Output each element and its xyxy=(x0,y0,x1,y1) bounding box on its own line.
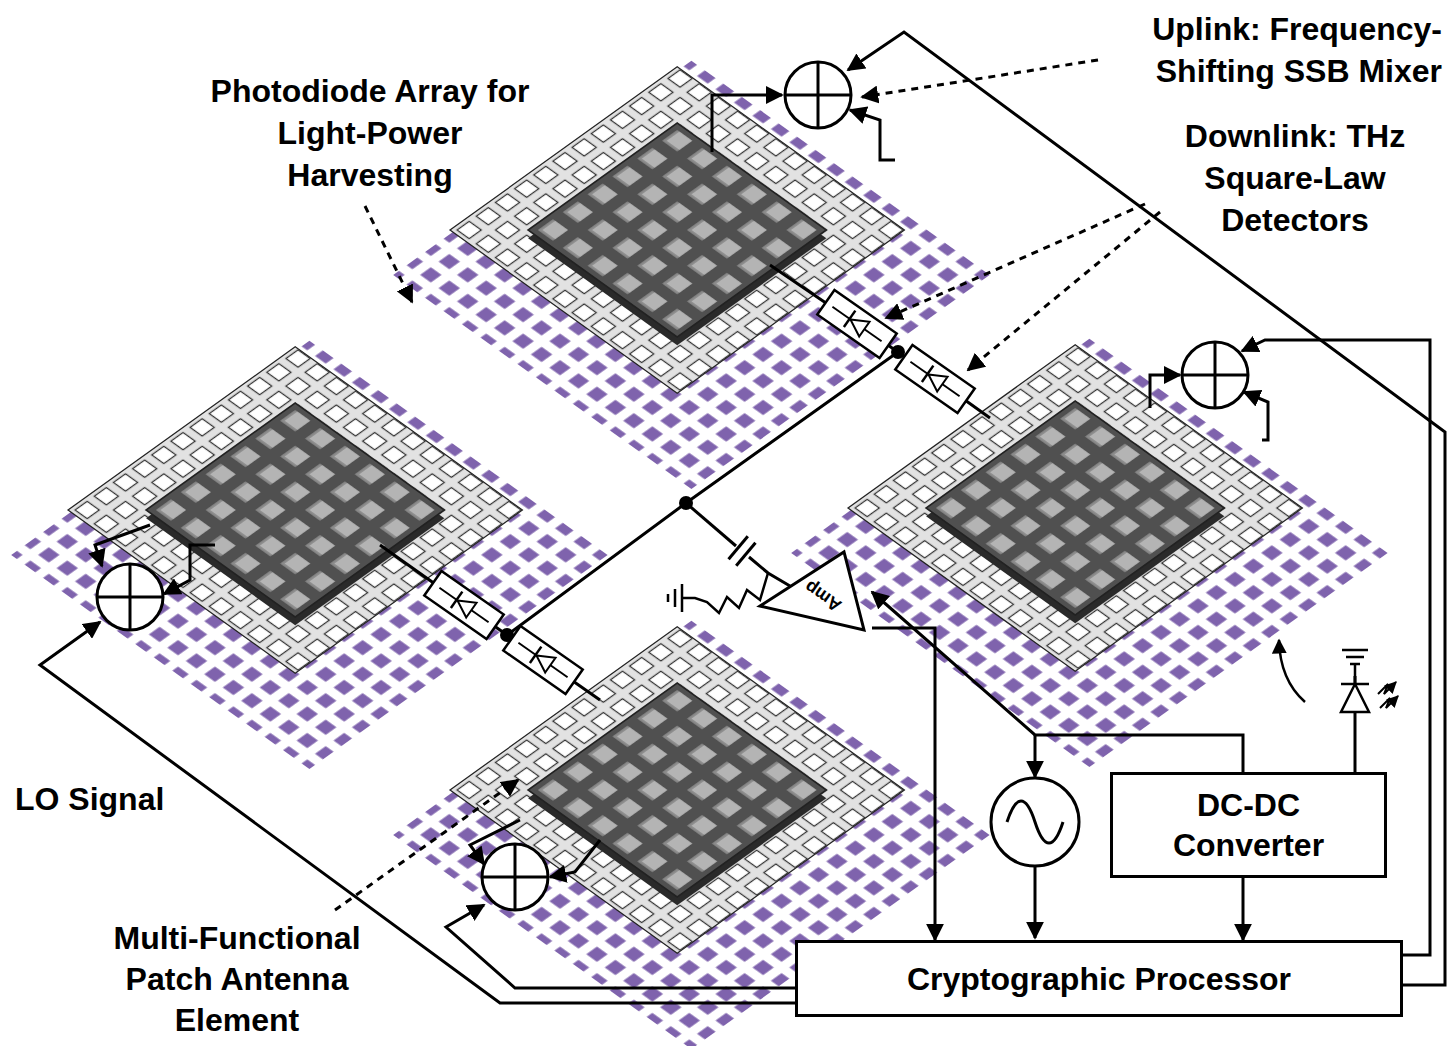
mixer-symbol xyxy=(785,62,851,128)
processor-box: Cryptographic Processor xyxy=(795,940,1403,1017)
lo-line xyxy=(848,32,1445,985)
feed-line xyxy=(164,545,215,594)
junction-dots xyxy=(500,345,905,642)
oscillator-wire xyxy=(1034,735,1037,777)
leader-line xyxy=(886,204,1145,318)
diode-symbol xyxy=(895,345,974,413)
mixers xyxy=(97,62,1248,910)
feed-line xyxy=(550,840,600,877)
ground-symbol xyxy=(668,584,682,612)
node-text: DC-DC Converter xyxy=(1144,785,1354,865)
uplink-label: Uplink: Frequency-Shifting SSB Mixer xyxy=(1095,8,1442,92)
antenna-tile xyxy=(788,337,1387,767)
wires xyxy=(40,32,1445,1003)
diode-symbol xyxy=(424,571,503,639)
mixer-symbol xyxy=(1182,342,1248,408)
resistor-symbol xyxy=(682,573,768,613)
triangle-shape xyxy=(760,552,864,630)
capacitor-wire xyxy=(749,557,790,586)
lo-signal-label: LO Signal xyxy=(15,778,164,820)
oscillator-wire xyxy=(1034,866,1037,938)
harvest-arrow xyxy=(1279,640,1305,702)
antenna-tile xyxy=(8,339,607,769)
antenna-tiles xyxy=(8,59,1387,1046)
feed-line xyxy=(95,525,150,566)
array-label: Photodiode Array for Light-Power Harvest… xyxy=(210,70,530,196)
detector-wire xyxy=(770,265,990,418)
leader-line xyxy=(862,60,1098,97)
detector-wire xyxy=(507,352,898,635)
connector xyxy=(872,592,1243,772)
connector xyxy=(1242,878,1245,940)
feed-line xyxy=(1244,392,1268,440)
feed-line xyxy=(712,95,782,152)
connector xyxy=(872,628,935,940)
node-text: Cryptographic Processor xyxy=(907,959,1291,999)
lo-line xyxy=(446,905,795,988)
leader-line xyxy=(968,212,1160,370)
antenna-tile xyxy=(390,59,989,489)
mixer-symbol xyxy=(482,844,548,910)
capacitor-symbol xyxy=(729,536,756,565)
antenna-label: Multi-Functional Patch Antenna Element xyxy=(92,918,382,1041)
leader-line xyxy=(365,206,412,302)
amplifier-triangle: Amp xyxy=(752,548,872,634)
downlink-label: Downlink: THz Square-Law Detectors xyxy=(1150,115,1440,241)
diode-symbol xyxy=(817,290,896,358)
capacitor-wire xyxy=(686,503,736,546)
detector-wire xyxy=(380,545,600,700)
converter-box: DC-DC Converter xyxy=(1110,772,1387,878)
leader-line xyxy=(335,780,518,910)
feed-line xyxy=(850,110,895,160)
feed-line xyxy=(1150,375,1180,408)
diodes xyxy=(424,290,974,694)
leader-lines xyxy=(335,60,1160,910)
led-symbol xyxy=(1341,650,1398,712)
oscillator-symbol xyxy=(991,778,1079,866)
diode-symbol xyxy=(503,626,582,694)
mixer-symbol xyxy=(97,564,163,630)
